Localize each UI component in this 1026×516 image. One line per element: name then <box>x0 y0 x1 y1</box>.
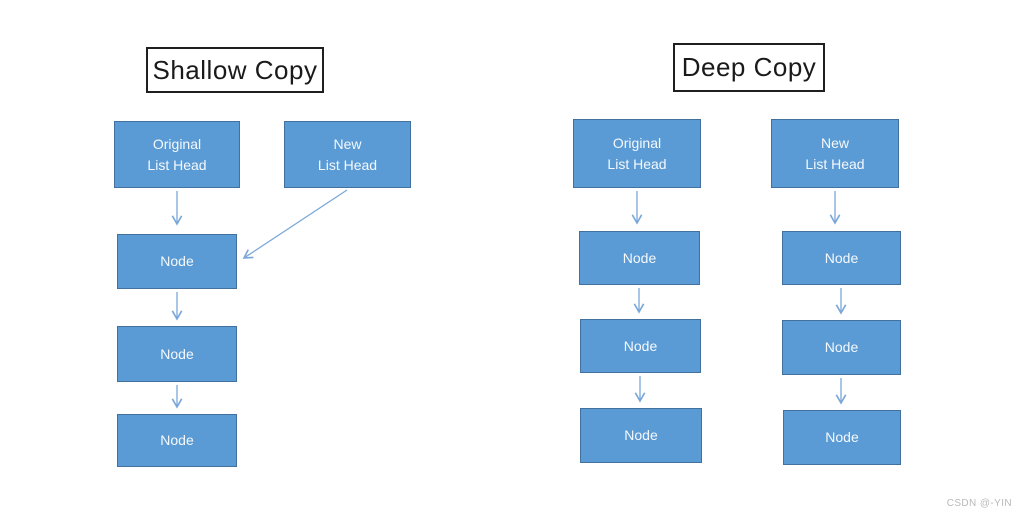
shallow-node-3: Node <box>117 414 237 467</box>
csdn-watermark: CSDN @-YIN <box>946 498 1012 509</box>
shallow-original-list-head-box: Original List Head <box>114 121 240 188</box>
deep-new-node-3: Node <box>783 410 901 465</box>
deep-copy-title: Deep Copy <box>673 43 825 92</box>
deep-original-node-1: Node <box>579 231 700 285</box>
deep-new-node-2: Node <box>782 320 901 375</box>
shallow-node-2: Node <box>117 326 237 382</box>
deep-original-node-2: Node <box>580 319 701 373</box>
shallow-node-1: Node <box>117 234 237 289</box>
shallow-new-list-head-box: New List Head <box>284 121 411 188</box>
shallow-copy-title: Shallow Copy <box>146 47 324 93</box>
deep-new-node-1: Node <box>782 231 901 285</box>
deep-original-list-head-box: Original List Head <box>573 119 701 188</box>
deep-original-node-3: Node <box>580 408 702 463</box>
arrow-shallow-newhead-to-node1 <box>242 189 348 259</box>
deep-new-list-head-box: New List Head <box>771 119 899 188</box>
